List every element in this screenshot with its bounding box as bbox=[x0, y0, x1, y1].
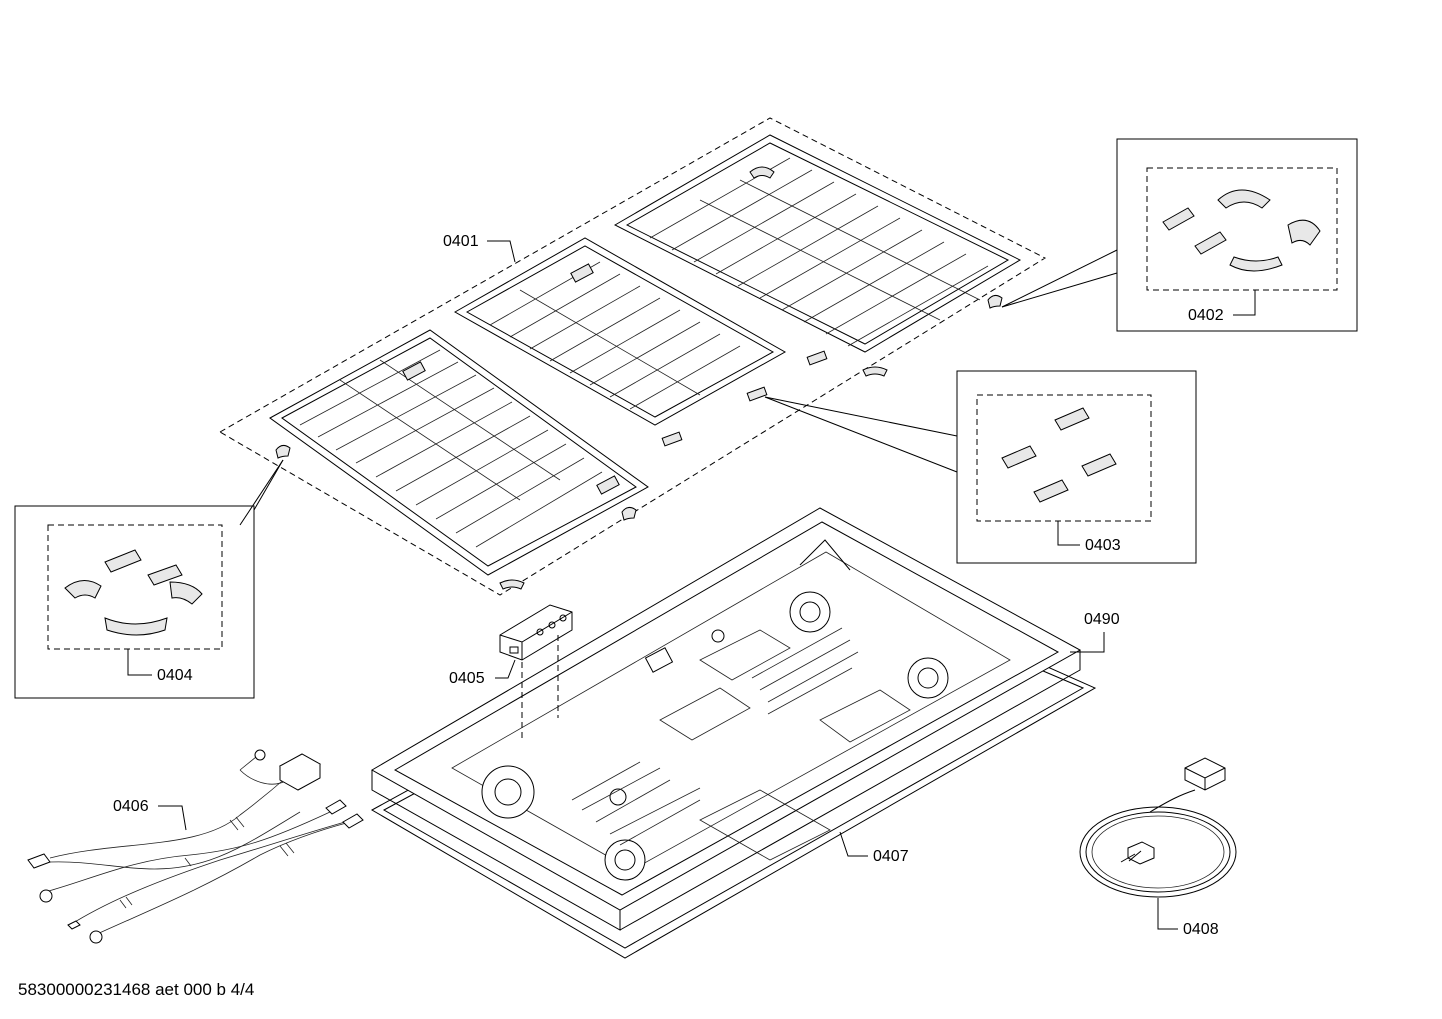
leader-0405 bbox=[495, 659, 516, 679]
hob-tray bbox=[370, 507, 1097, 959]
document-id: 58300000231468 aet 000 b 4/4 bbox=[18, 980, 255, 999]
part-label-0401: 0401 bbox=[443, 233, 479, 250]
part-label-0404: 0404 bbox=[157, 667, 193, 684]
right-grate bbox=[613, 134, 1022, 353]
ignition-module bbox=[499, 604, 573, 740]
part-label-0408: 0408 bbox=[1183, 921, 1219, 938]
part-label-0403: 0403 bbox=[1085, 537, 1121, 554]
left-grate bbox=[269, 329, 649, 576]
leader-0406 bbox=[158, 805, 187, 831]
detail-box-0404: 0404 bbox=[14, 459, 284, 699]
leader-0490 bbox=[1070, 632, 1105, 653]
leader-0408 bbox=[1157, 898, 1178, 930]
power-cord bbox=[1079, 757, 1237, 898]
part-label-0407: 0407 bbox=[873, 848, 909, 865]
middle-grate bbox=[453, 237, 787, 426]
leader-0407 bbox=[839, 831, 868, 857]
part-label-0405: 0405 bbox=[449, 670, 485, 687]
part-label-0402: 0402 bbox=[1188, 307, 1224, 324]
part-label-0490: 0490 bbox=[1084, 611, 1120, 628]
detail-box-0403: 0403 bbox=[764, 370, 1197, 564]
part-label-0406: 0406 bbox=[113, 798, 149, 815]
wiring-harness bbox=[27, 749, 364, 944]
pan-supports-assembly bbox=[218, 117, 1047, 596]
leader-0401 bbox=[487, 240, 516, 263]
detail-box-0402: 0402 bbox=[1001, 138, 1358, 332]
